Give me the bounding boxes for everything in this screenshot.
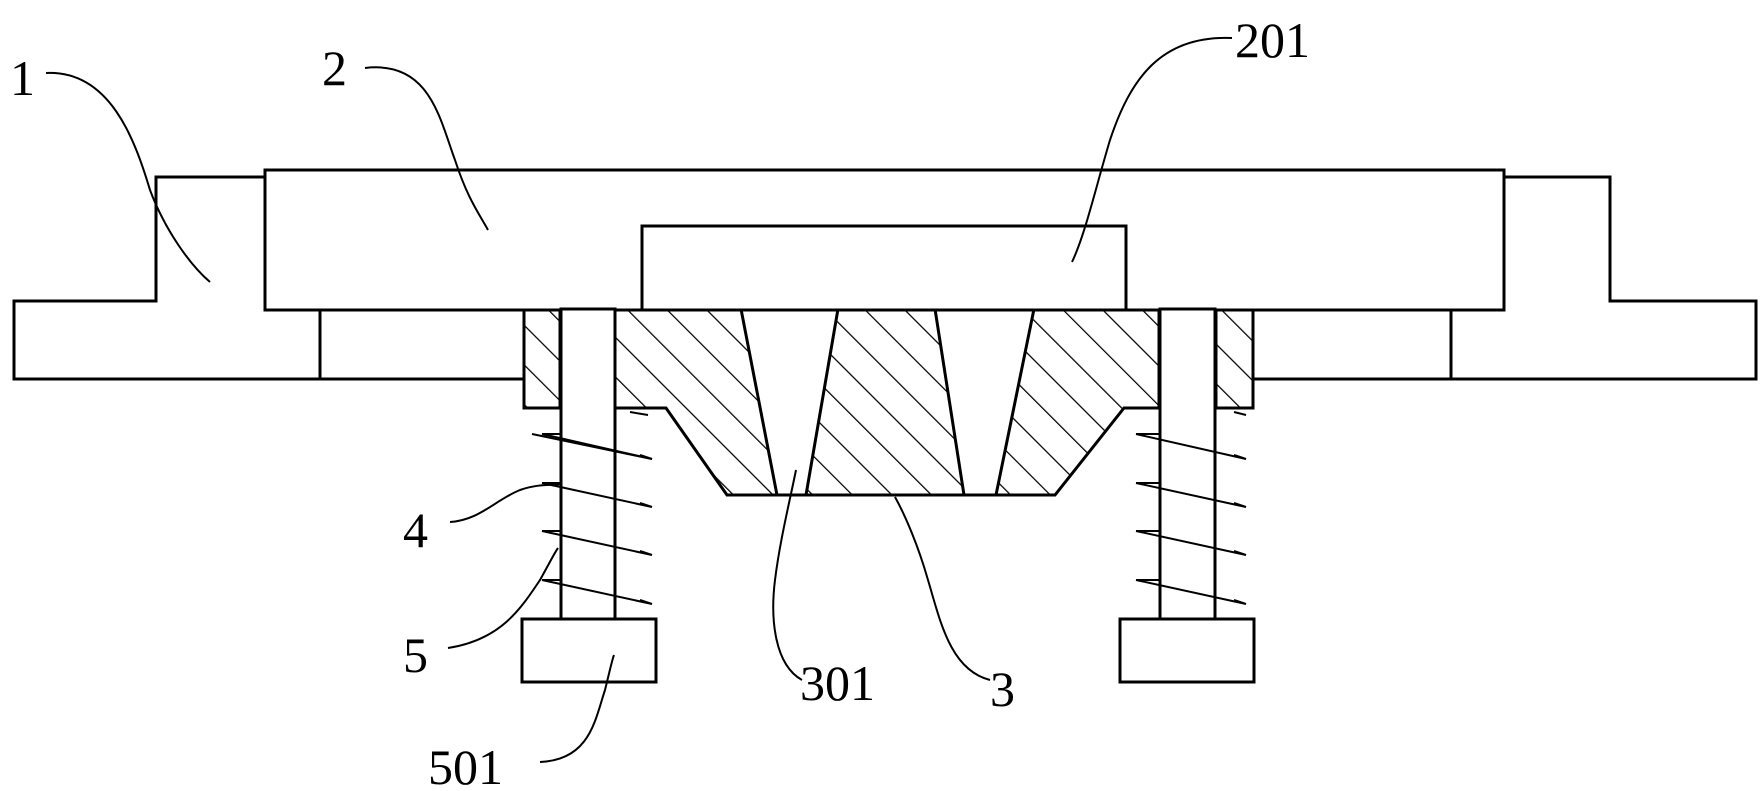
hatched-block-right-lip (1214, 307, 1255, 410)
spring-right (1135, 411, 1247, 605)
hatched-block-left-lip (522, 307, 562, 410)
label-4: 4 (403, 502, 428, 558)
leader-301 (772, 469, 803, 681)
label-3: 3 (990, 661, 1015, 717)
leader-1 (45, 71, 211, 283)
leader-3 (894, 496, 991, 681)
leader-2 (364, 66, 489, 231)
foot-block-right (1118, 617, 1256, 684)
leader-5 (447, 547, 559, 649)
label-301: 301 (800, 655, 875, 711)
top-plate-inset (640, 224, 1128, 312)
guide-rod-left (559, 307, 617, 622)
label-201: 201 (1235, 12, 1310, 68)
hatched-center-block (612, 307, 1161, 497)
foot-block-left (520, 617, 658, 684)
guide-rod-right (1158, 307, 1217, 622)
spring-left (531, 411, 653, 605)
label-501: 501 (428, 739, 503, 791)
leader-201 (1071, 36, 1233, 263)
leader-501 (539, 654, 615, 763)
label-2: 2 (322, 40, 347, 96)
label-5: 5 (403, 627, 428, 683)
label-1: 1 (10, 50, 35, 106)
leader-4 (449, 483, 561, 523)
